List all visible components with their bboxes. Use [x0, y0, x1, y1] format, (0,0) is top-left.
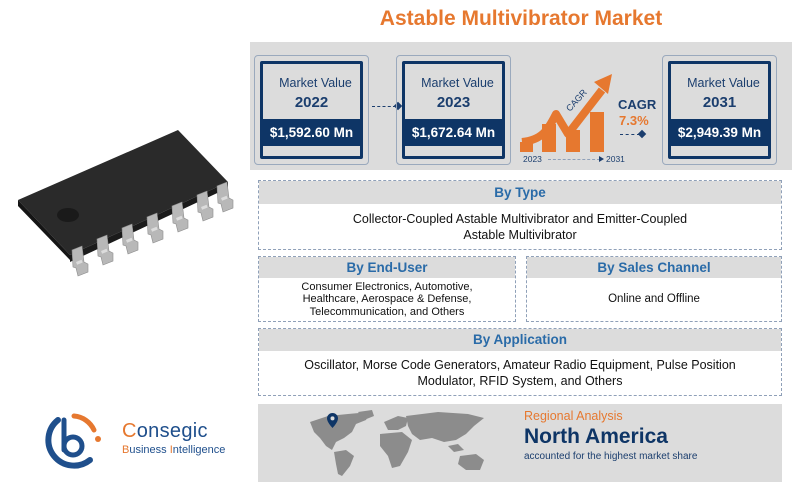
segment-line: Collector-Coupled Astable Multivibrator …	[352, 211, 688, 226]
market-value-panel: Market Value 2022 $1,592.60 Mn Market Va…	[250, 42, 792, 170]
segment-heading: By End-User	[259, 257, 515, 278]
logo-sub-usiness: usiness	[129, 444, 170, 456]
segment-line: Telecommunication, and Others	[309, 305, 465, 318]
logo-name-rest: onsegic	[136, 420, 208, 442]
segment-body: Consumer Electronics, Automotive, Health…	[259, 278, 515, 321]
world-map-icon	[308, 410, 508, 478]
region-name: North America	[524, 425, 668, 448]
segment-body: Online and Offline	[527, 278, 781, 321]
logo-name-initial: C	[122, 420, 137, 442]
segment-body: Collector-Coupled Astable Multivibrator …	[259, 204, 781, 249]
segment-line: Modulator, RFID System, and Others	[417, 374, 623, 388]
consegic-logo: Consegic Business Intelligence	[40, 408, 230, 472]
logo-name: Consegic	[122, 420, 225, 443]
segment-line: Consumer Electronics, Automotive,	[301, 280, 473, 293]
logo-sub-ntelligence: ntelligence	[172, 444, 226, 456]
segment-body: Oscillator, Morse Code Generators, Amate…	[259, 351, 781, 395]
location-pin-icon	[327, 413, 338, 428]
market-value-card-2022: Market Value 2022 $1,592.60 Mn	[254, 55, 369, 165]
cagr-axis-arrowhead-icon	[599, 156, 604, 162]
logo-sub-i: I	[169, 444, 173, 456]
logo-subtitle: Business Intelligence	[122, 444, 225, 456]
card-label: Market Value	[687, 76, 760, 90]
segment-line: Oscillator, Morse Code Generators, Amate…	[304, 358, 736, 372]
consegic-logo-mark-icon	[45, 413, 101, 469]
segment-by-end-user: By End-User Consumer Electronics, Automo…	[258, 256, 516, 322]
segment-line: Healthcare, Aerospace & Defense,	[302, 293, 472, 306]
segment-by-type: By Type Collector-Coupled Astable Multiv…	[258, 180, 782, 250]
cagr-value: 7.3%	[619, 113, 649, 128]
logo-sub-b: B	[122, 444, 130, 456]
segment-line: Online and Offline	[608, 293, 700, 305]
card-year: 2023	[436, 94, 471, 111]
connector-dashes	[372, 106, 396, 107]
segment-heading: By Type	[259, 181, 781, 204]
market-value-card-2023: Market Value 2023 $1,672.64 Mn	[396, 55, 511, 165]
segment-by-application: By Application Oscillator, Morse Code Ge…	[258, 328, 782, 396]
card-year: 2031	[702, 94, 737, 111]
card-label: Market Value	[279, 76, 352, 90]
segment-heading: By Application	[259, 329, 781, 351]
card-value: $1,672.64 Mn	[405, 119, 502, 146]
cagr-end-year: 2031	[606, 154, 625, 164]
card-year: 2022	[294, 94, 329, 111]
card-value: $2,949.39 Mn	[671, 119, 768, 146]
regional-analysis-label: Regional Analysis	[524, 409, 623, 423]
market-value-card-2031: Market Value 2031 $2,949.39 Mn	[662, 55, 777, 165]
card-value: $1,592.60 Mn	[263, 119, 360, 146]
cagr-connector-dashes	[620, 134, 640, 135]
regional-analysis-panel: Regional Analysis North America accounte…	[258, 404, 782, 482]
segment-line: Astable Multivibrator	[463, 227, 577, 242]
region-description: accounted for the highest market share	[524, 451, 698, 462]
card-label: Market Value	[421, 76, 494, 90]
growth-arrow-chart-icon: CAGR	[520, 72, 640, 170]
segment-heading: By Sales Channel	[527, 257, 781, 278]
cagr-start-year: 2023	[523, 154, 542, 164]
cagr-axis-dashes	[548, 159, 600, 160]
ic-chip-image	[0, 110, 250, 290]
segment-by-sales-channel: By Sales Channel Online and Offline	[526, 256, 782, 322]
page-title: Astable Multivibrator Market	[379, 7, 663, 30]
cagr-label: CAGR	[618, 97, 657, 112]
